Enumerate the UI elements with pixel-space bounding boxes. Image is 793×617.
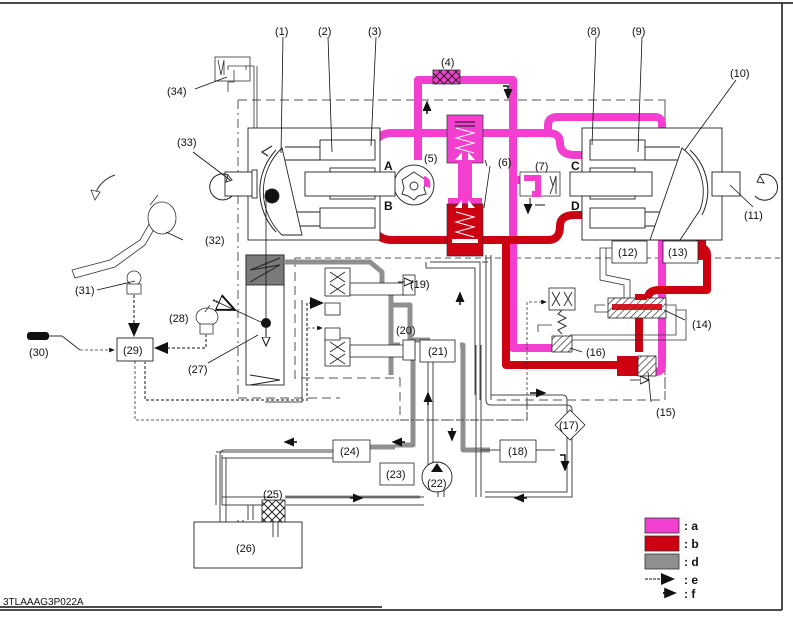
leader-lines xyxy=(96,36,754,403)
flow-arrows xyxy=(283,85,570,503)
callout-15: (15) xyxy=(656,407,676,419)
legend-swatch-a xyxy=(644,517,680,534)
callout-30: (30) xyxy=(29,347,49,359)
callout-27: (27) xyxy=(188,364,208,376)
callout-20: (20) xyxy=(396,325,416,337)
callout-3: (3) xyxy=(368,26,381,38)
sensor-28 xyxy=(195,304,219,335)
legend-label-a: : a xyxy=(684,519,698,533)
lever-30 xyxy=(27,332,81,351)
callout-22: (22) xyxy=(427,478,447,490)
callout-31: (31) xyxy=(75,285,95,297)
travel-pedal-32 xyxy=(71,174,177,295)
callout-33: (33) xyxy=(177,137,197,149)
callout-14: (14) xyxy=(692,319,712,331)
callout-26: (26) xyxy=(236,543,256,555)
pump-22 xyxy=(421,461,453,493)
valve-7 xyxy=(519,171,561,206)
port-label-d: D xyxy=(571,199,580,213)
callout-28: (28) xyxy=(169,313,189,325)
tank-26 xyxy=(193,521,303,569)
callout-8: (8) xyxy=(587,26,600,38)
box-24 xyxy=(332,439,371,463)
solenoid-valve-16 xyxy=(537,287,576,353)
figure-code: 3TLAAAG3P022A xyxy=(3,597,84,608)
legend-label-f: : f xyxy=(684,587,696,601)
box-13 xyxy=(662,240,699,264)
callout-29: (29) xyxy=(123,345,143,357)
port-label-c: C xyxy=(571,159,580,173)
callout-11: (11) xyxy=(744,210,763,222)
valve-15-hatch xyxy=(637,355,657,377)
legend-label-e: : e xyxy=(684,573,698,587)
callout-19: (19) xyxy=(410,279,430,291)
check-relief-valves xyxy=(446,114,484,257)
callout-1: (1) xyxy=(275,26,288,38)
callout-6: (6) xyxy=(498,157,511,169)
hst-motor xyxy=(569,127,778,241)
box-21 xyxy=(419,339,456,363)
hst-pump xyxy=(209,127,396,241)
signal-29-19 xyxy=(144,297,324,401)
callout-23: (23) xyxy=(386,469,406,481)
callout-16: (16) xyxy=(586,347,606,359)
legend-label-b: : b xyxy=(684,537,699,551)
port-label-a: A xyxy=(384,159,393,173)
callout-13: (13) xyxy=(668,247,688,259)
callout-17: (17) xyxy=(559,420,579,432)
callout-5: (5) xyxy=(424,153,437,165)
servo-cylinder-27 xyxy=(245,190,285,386)
legend-swatch-b xyxy=(644,535,680,552)
signal-28-29 xyxy=(154,334,207,354)
callout-32: (32) xyxy=(205,235,225,247)
callout-2: (2) xyxy=(318,26,331,38)
callout-9: (9) xyxy=(632,26,645,38)
valve-34 xyxy=(214,56,258,128)
box-18 xyxy=(499,439,537,463)
legend-swatch-d xyxy=(644,553,680,570)
charge-pump-5 xyxy=(393,164,435,206)
valve-15-red xyxy=(617,356,639,376)
callout-12: (12) xyxy=(618,247,638,259)
callout-18: (18) xyxy=(508,446,528,458)
callout-10: (10) xyxy=(730,68,750,80)
box-12 xyxy=(611,240,648,264)
port-label-b: B xyxy=(384,199,393,213)
signal-line-16 xyxy=(526,299,547,420)
callout-24: (24) xyxy=(340,446,360,458)
solenoid-valves-19-20 xyxy=(324,267,416,367)
callout-34: (34) xyxy=(167,86,187,98)
callout-21: (21) xyxy=(428,346,448,358)
callout-25: (25) xyxy=(263,489,283,501)
callout-4: (4) xyxy=(441,57,454,69)
legend-label-d: : d xyxy=(684,555,699,569)
legend: : a : b : d : e : f xyxy=(644,517,699,601)
signal-29-16 xyxy=(134,361,527,421)
spool-valve-14 xyxy=(570,294,687,341)
callout-7: (7) xyxy=(535,161,548,173)
filter-17 xyxy=(554,409,586,441)
box-23 xyxy=(379,462,415,486)
